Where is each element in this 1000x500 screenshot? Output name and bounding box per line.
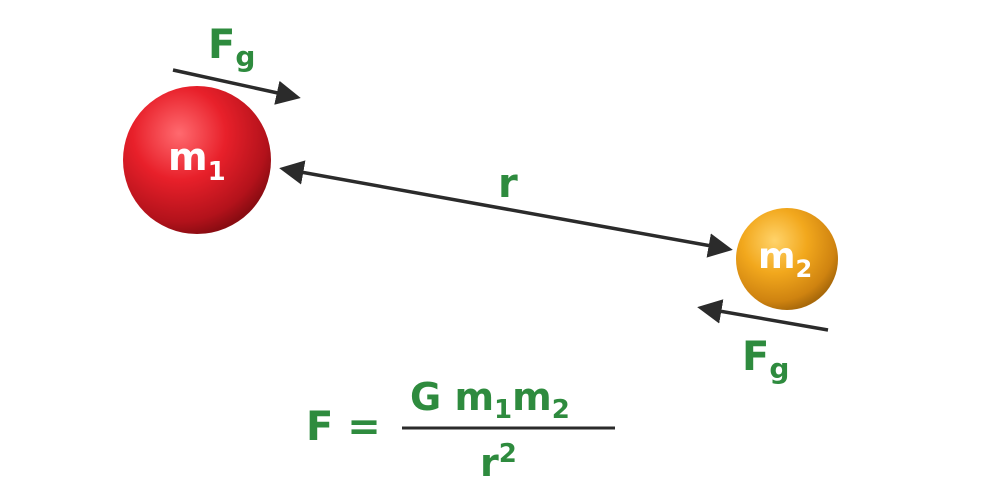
- formula-m1-symbol: m: [454, 375, 494, 419]
- formula-lhs: F =: [306, 404, 381, 450]
- formula-m1-subscript: 1: [494, 395, 512, 425]
- formula-m2-subscript: 2: [552, 395, 570, 425]
- formula-m2-symbol: m: [512, 375, 552, 419]
- formula-r-exponent: 2: [499, 439, 517, 469]
- force-bottom-label: Fg: [742, 334, 789, 385]
- formula-r-symbol: r: [480, 441, 499, 485]
- mass-2-subscript: 2: [796, 255, 813, 283]
- mass-2-symbol: m: [758, 236, 796, 277]
- mass-1-label: m1: [168, 135, 226, 187]
- mass-1-symbol: m: [168, 135, 208, 179]
- force-bottom-symbol: F: [742, 334, 769, 380]
- formula-constant-g: G: [410, 375, 441, 419]
- mass-1-sphere: [123, 86, 271, 234]
- force-arrow-top: [172, 68, 301, 105]
- distance-label: r: [498, 161, 518, 207]
- gravitation-formula: F = G m1m2 r2: [306, 375, 615, 485]
- distance-arrow: [279, 160, 733, 258]
- force-arrow-bottom: [697, 299, 829, 332]
- force-bottom-subscript: g: [769, 352, 789, 385]
- force-top-label: Fg: [208, 22, 255, 73]
- force-top-subscript: g: [235, 40, 255, 73]
- mass-2-label: m2: [758, 236, 812, 283]
- formula-denominator: r2: [480, 439, 517, 485]
- mass-1-subscript: 1: [208, 157, 226, 187]
- mass-2-sphere: [736, 208, 838, 310]
- formula-numerator: G m1m2: [410, 375, 570, 425]
- force-top-symbol: F: [208, 22, 235, 68]
